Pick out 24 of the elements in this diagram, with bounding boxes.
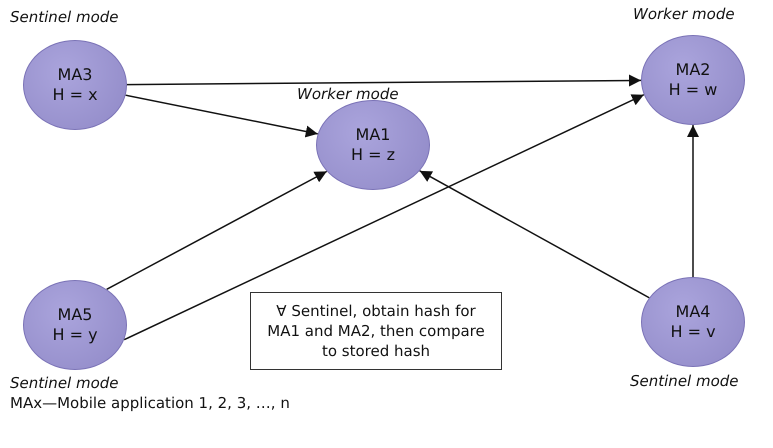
footnote: MAx—Mobile application 1, 2, 3, …, n xyxy=(10,394,290,412)
hash-value: H = z xyxy=(350,145,395,165)
hash-value: H = x xyxy=(52,85,98,105)
arrow xyxy=(419,170,650,298)
hash-value: H = w xyxy=(668,80,718,100)
arrow xyxy=(106,170,328,290)
arrow xyxy=(687,125,699,277)
arrow xyxy=(126,94,318,138)
mode-caption: Worker mode xyxy=(633,5,735,23)
node-label: MA1 xyxy=(356,125,390,145)
node-label: MA2 xyxy=(676,60,710,80)
hash-value: H = v xyxy=(670,322,716,342)
node-label: MA5 xyxy=(58,305,92,325)
node-label: MA4 xyxy=(676,302,710,322)
mode-caption: Sentinel mode xyxy=(10,8,119,26)
hash-value: H = y xyxy=(52,325,98,345)
note-box xyxy=(250,292,502,370)
arrow xyxy=(124,94,644,340)
mode-caption: Sentinel mode xyxy=(10,374,119,392)
arrow xyxy=(127,74,641,87)
mode-caption: Worker mode xyxy=(297,85,399,103)
mode-caption: Sentinel mode xyxy=(630,372,739,390)
node-label: MA3 xyxy=(58,65,92,85)
note-text: ∀ Sentinel, obtain hash for MA1 and MA2, then compare to stored hash xyxy=(266,301,486,361)
